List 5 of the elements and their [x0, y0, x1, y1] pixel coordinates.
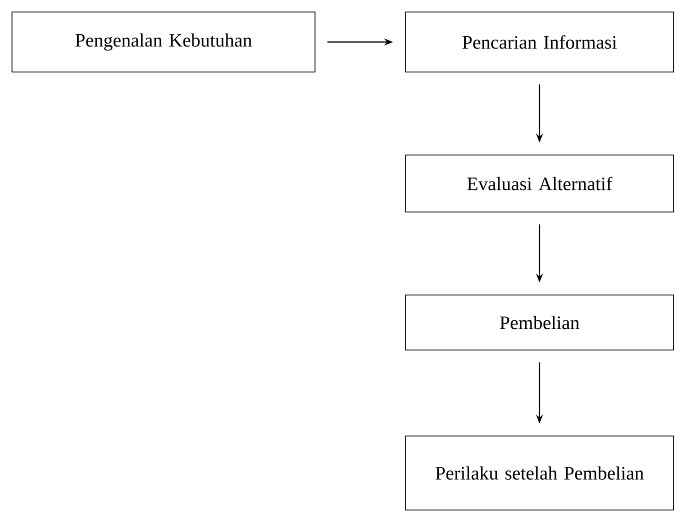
process-box: Pencarian Informasi	[405, 12, 674, 72]
process-box: Evaluasi Alternatif	[405, 154, 674, 212]
process-box: Perilaku setelah Pembelian	[405, 436, 674, 510]
process-box: Pembelian	[405, 294, 674, 350]
process-box: Pengenalan Kebutuhan	[12, 12, 316, 72]
